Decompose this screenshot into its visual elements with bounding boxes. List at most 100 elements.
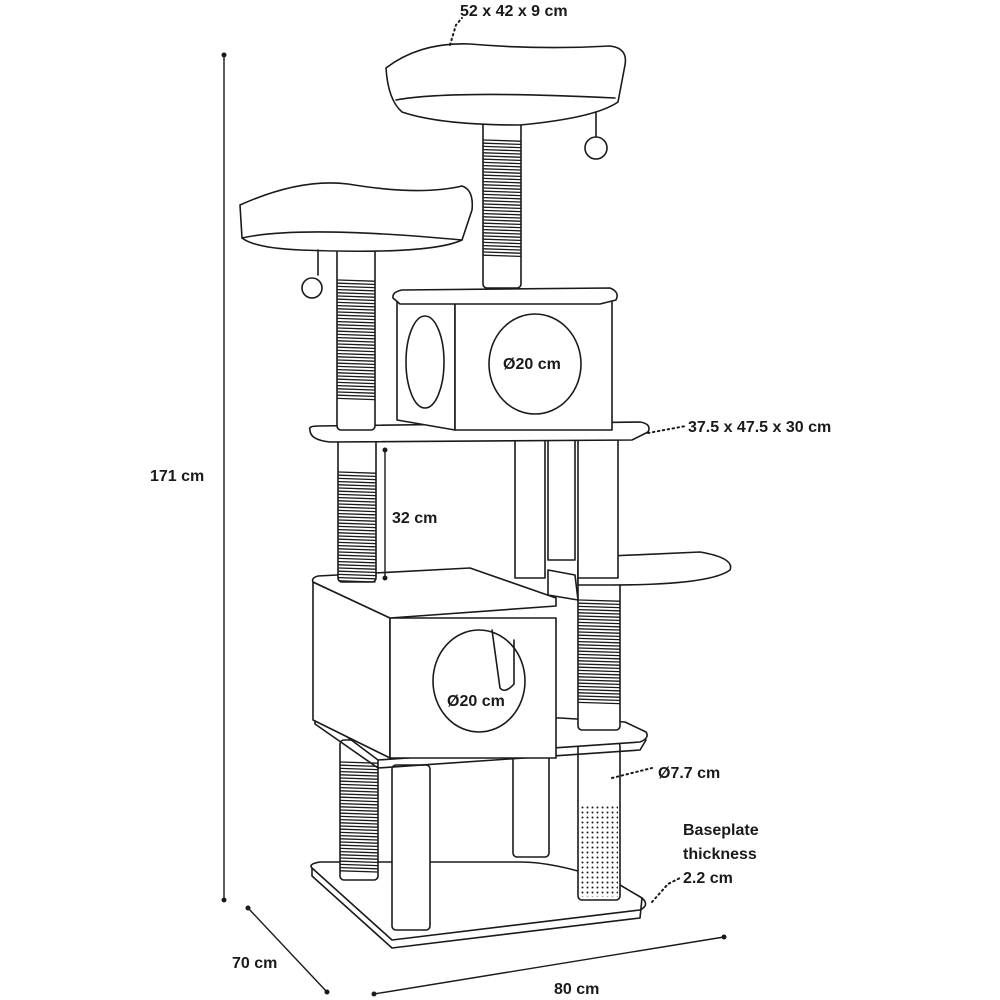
sisal-wrap-line — [578, 663, 620, 666]
sisal-wrap-line — [483, 232, 521, 235]
sisal-wrap-line — [340, 825, 378, 828]
sisal-wrap-line — [337, 295, 375, 298]
sisal-wrap-line — [483, 235, 521, 238]
sisal-wrap-line — [340, 831, 378, 835]
sisal-wrap-line — [338, 522, 376, 526]
sisal-wrap-line — [483, 203, 521, 206]
sisal-wrap-line — [483, 164, 521, 168]
sisal-wrap-line — [337, 282, 375, 286]
sisal-wrap-line — [483, 196, 521, 200]
sisal-wrap-line — [337, 317, 375, 321]
sisal-wrap-line — [578, 695, 620, 698]
sisal-wrap-line — [340, 770, 378, 774]
sisal-wrap-line — [483, 139, 521, 142]
label-lower-hole: Ø20 cm — [447, 693, 505, 710]
sisal-wrap-line — [340, 799, 378, 803]
sisal-wrap-line — [340, 822, 378, 825]
sisal-rope — [337, 279, 375, 401]
label-gap: 32 cm — [392, 510, 438, 527]
label-width: 80 cm — [554, 981, 600, 998]
sisal-wrap-line — [337, 330, 375, 334]
sisal-wrap-line — [338, 557, 376, 561]
sisal-wrap-line — [337, 362, 375, 366]
sisal-wrap-line — [340, 828, 378, 832]
sisal-wrap-line — [340, 841, 378, 844]
label-height: 171 cm — [150, 468, 205, 485]
sisal-wrap-line — [340, 777, 378, 780]
sisal-wrap-line — [337, 368, 375, 372]
sisal-wrap-line — [338, 544, 376, 548]
sisal-wrap-line — [337, 346, 375, 350]
sisal-wrap-line — [578, 599, 620, 602]
sisal-wrap-line — [340, 870, 378, 873]
lower-house — [311, 567, 557, 759]
sisal-wrap-line — [338, 564, 376, 567]
sisal-wrap-line — [578, 685, 620, 689]
sisal-wrap-line — [338, 493, 376, 497]
sisal-wrap-line — [338, 471, 376, 474]
top-lounge-bed — [385, 43, 627, 160]
sisal-wrap-line — [578, 660, 620, 663]
sisal-wrap-line — [578, 679, 620, 682]
sisal-wrap-line — [340, 866, 378, 870]
sisal-wrap-line — [338, 496, 376, 500]
sisal-wrap-line — [578, 656, 620, 660]
sisal-wrap-line — [483, 155, 521, 158]
sisal-wrap-line — [340, 806, 378, 809]
sisal-wrap-line — [483, 238, 521, 242]
sisal-wrap-line — [337, 375, 375, 378]
sisal-wrap-line — [340, 844, 378, 848]
base-post-right-front — [577, 741, 621, 901]
gap-dimension-line — [382, 447, 388, 581]
sisal-wrap-line — [337, 279, 375, 282]
sisal-wrap-line — [337, 388, 375, 391]
sisal-wrap-line — [337, 397, 375, 401]
label-upper-house: 37.5 x 47.5 x 30 cm — [688, 419, 832, 436]
sisal-wrap-line — [337, 320, 375, 324]
sisal-wrap-line — [340, 854, 378, 857]
sisal-wrap-line — [578, 628, 620, 631]
sisal-wrap-line — [338, 519, 376, 522]
sisal-wrap-line — [578, 688, 620, 692]
sisal-wrap-line — [483, 209, 521, 213]
sisal-wrap-line — [483, 222, 521, 226]
sisal-wrap-line — [483, 158, 521, 162]
base-post-right-back — [512, 754, 550, 858]
sisal-wrap-line — [578, 682, 620, 686]
sisal-wrap-line — [340, 764, 378, 768]
sisal-wrap-line — [340, 793, 378, 796]
sisal-wrap-line — [578, 615, 620, 618]
sisal-wrap-line — [338, 512, 376, 516]
sisal-wrap-line — [578, 637, 620, 641]
sisal-wrap-line — [340, 818, 378, 822]
sisal-wrap-line — [338, 503, 376, 506]
sisal-wrap-line — [483, 212, 521, 216]
sisal-wrap-line — [483, 190, 521, 194]
sisal-rope — [338, 471, 376, 583]
sisal-wrap-line — [338, 500, 376, 503]
sisal-wrap-line — [338, 560, 376, 564]
sisal-wrap-line — [340, 774, 378, 777]
sisal-wrap-line — [337, 327, 375, 330]
sisal-wrap-line — [340, 847, 378, 851]
sisal-wrap-line — [578, 653, 620, 657]
sisal-wrap-line — [483, 168, 521, 171]
sisal-wrap-line — [337, 285, 375, 289]
sisal-rope — [483, 139, 521, 258]
sisal-wrap-line — [340, 834, 378, 838]
sisal-wrap-line — [338, 490, 376, 494]
sisal-wrap-line — [338, 516, 376, 519]
sisal-wrap-line — [483, 254, 521, 258]
sisal-wrap-line — [338, 477, 376, 481]
sisal-wrap-line — [578, 669, 620, 673]
label-top-platform: 52 x 42 x 9 cm — [460, 3, 568, 20]
sisal-wrap-line — [337, 359, 375, 362]
depth-dimension-line — [245, 905, 330, 995]
side-step — [547, 437, 732, 601]
sisal-wrap-line — [483, 187, 521, 190]
sisal-wrap-line — [337, 381, 375, 385]
left-upper-post — [336, 244, 376, 431]
sisal-wrap-line — [337, 336, 375, 340]
sisal-wrap-line — [337, 352, 375, 356]
